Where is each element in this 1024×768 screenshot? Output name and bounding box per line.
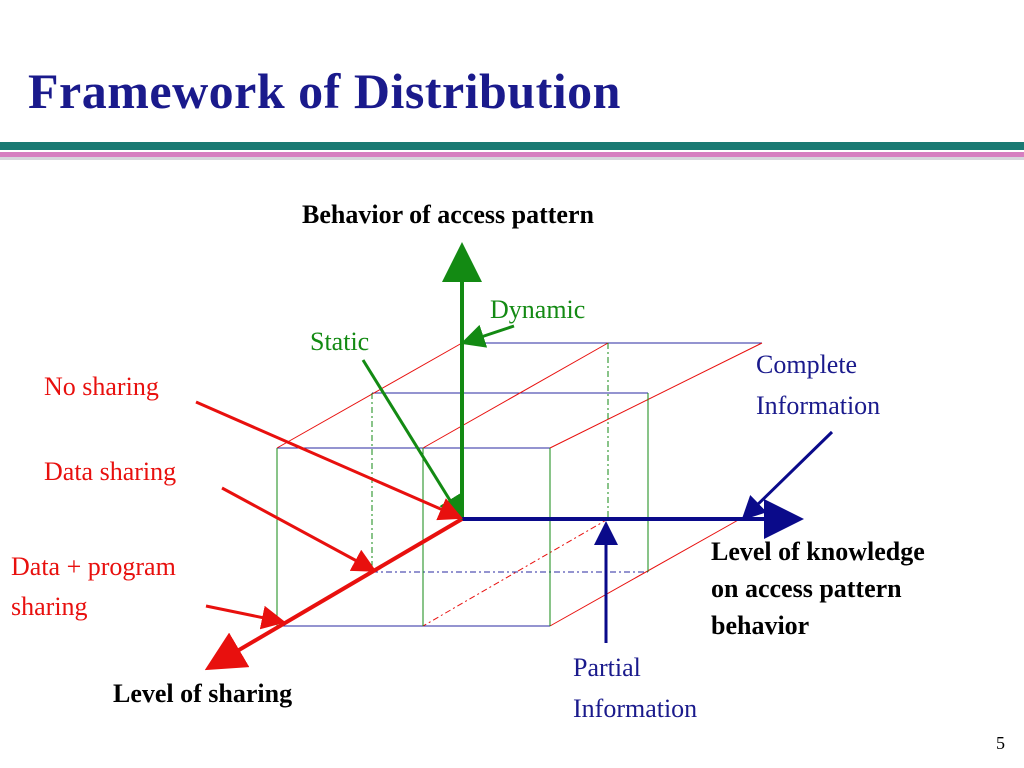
edge-diag-bottom-mid-dashed [422,518,609,627]
horizontal-axis-label-line1: Level of knowledge [711,537,925,566]
cube-red-edges [276,342,763,627]
header-rule-shadow [0,157,1024,160]
pointer-static [361,359,463,521]
label-partial-line2: Information [573,694,698,723]
slide-number: 5 [996,733,1005,753]
edge-diag-top-right [549,342,763,449]
horizontal-axis-label-line3: behavior [711,611,810,640]
vertical-axis-label: Behavior of access pattern [302,200,594,229]
cube-blue-edges [277,342,762,627]
edge-diag-top-left [276,342,463,449]
cube-green-edges [276,343,649,626]
edge-diag-bottom-right [549,518,741,627]
pointer-no-sharing [195,400,463,521]
label-static: Static [310,327,370,356]
label-partial-line1: Partial [573,653,641,682]
pointer-data-program [205,604,286,630]
label-data-program-line1: Data + program [11,552,176,581]
label-dynamic: Dynamic [490,295,586,324]
slide-title: Framework of Distribution [28,63,621,119]
pointer-data-sharing [221,486,377,572]
horizontal-axis-label-line2: on access pattern [711,574,902,603]
depth-axis-label: Level of sharing [113,679,293,708]
header-rule-pink [0,152,1024,157]
label-data-program-line2: sharing [11,592,88,621]
pointer-complete [741,430,834,521]
header-rule-gap [0,150,1024,152]
label-complete-line1: Complete [756,350,858,379]
header-rule-teal [0,142,1024,150]
label-data-sharing: Data sharing [44,457,177,486]
label-complete-line2: Information [756,391,881,420]
label-no-sharing: No sharing [44,372,159,401]
edge-diag-top-mid [422,342,609,449]
depth-axis-arrow [204,517,464,671]
pointer-dynamic [460,324,515,348]
